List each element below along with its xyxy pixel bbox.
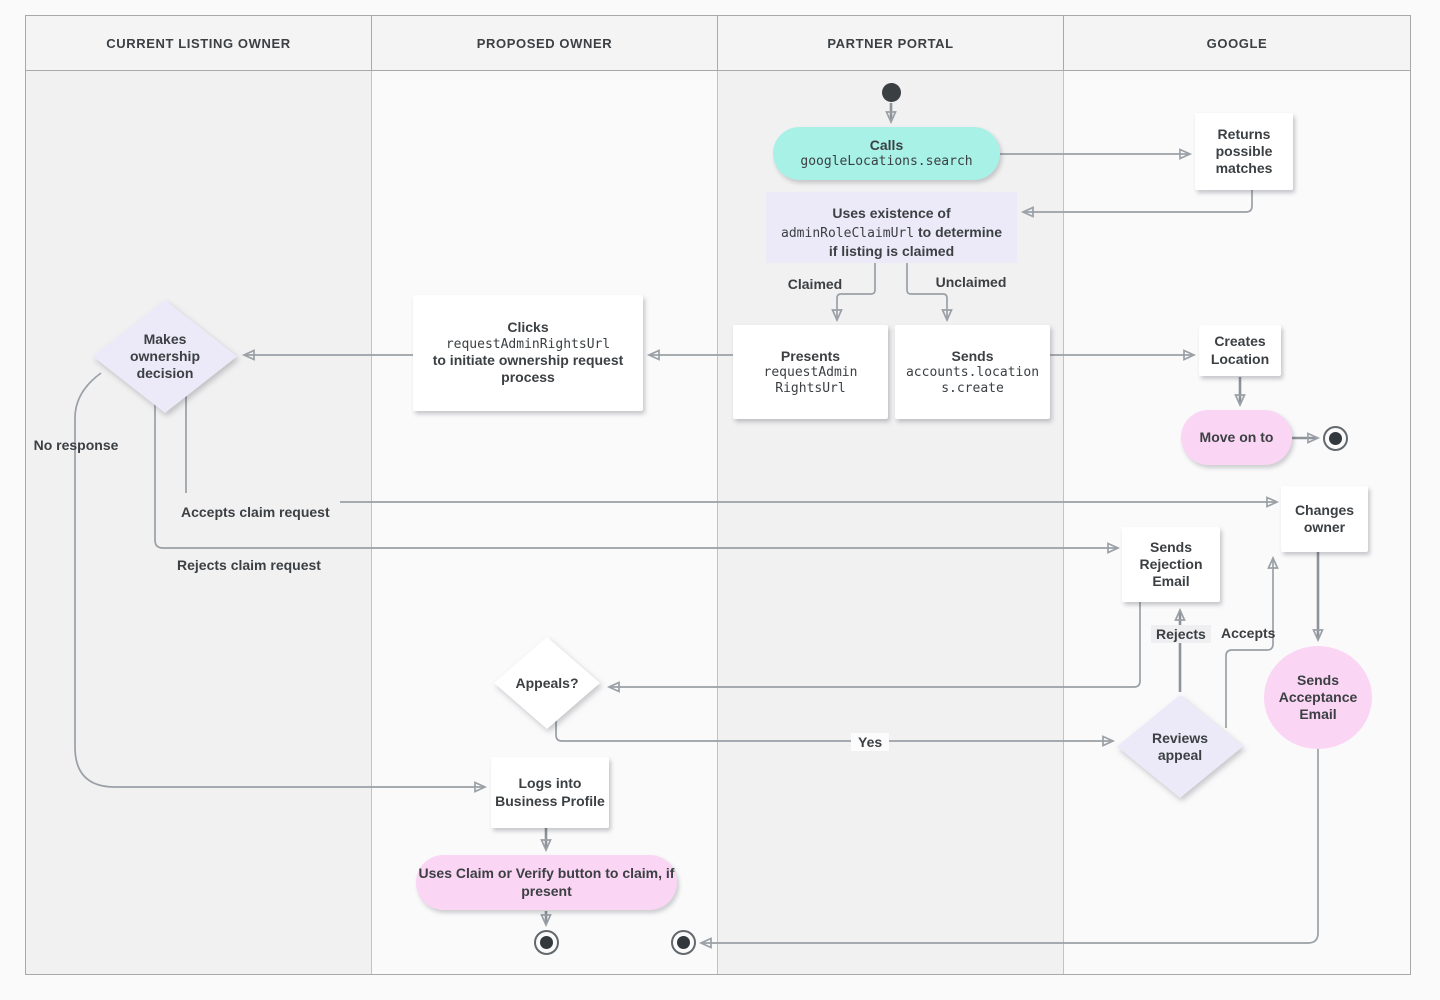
node-sends-rejection-email: Sends Rejection Email [1122,527,1220,602]
node-sends-accounts-locations-create: Sends accounts.locations.create [895,325,1050,419]
node-text: to initiate ownership request process [432,352,624,386]
lane-header-current-listing-owner: CURRENT LISTING OWNER [26,16,372,70]
lane-header-partner-portal: PARTNER PORTAL [718,16,1064,70]
node-uses-existence-adminroleclaimurl: Uses existence of adminRoleClaimUrl to d… [766,192,1017,263]
node-calls-googlelocations-search: Calls googleLocations.search [773,127,1000,180]
end-node-proposed-owner [534,930,559,955]
node-appeals-decision: Appeals? [494,637,600,729]
end-node-partner-portal [671,930,696,955]
edge-label-rejects-claim-request: Rejects claim request [177,557,321,573]
lane-header-row: CURRENT LISTING OWNER PROPOSED OWNER PAR… [26,16,1410,71]
edge-label-yes: Yes [851,733,890,751]
end-node-google [1323,426,1348,451]
lane-header-proposed-owner: PROPOSED OWNER [372,16,718,70]
edge-label-claimed: Claimed [787,276,843,292]
node-creates-location: Creates Location [1199,325,1281,376]
node-sends-acceptance-email: Sends Acceptance Email [1264,646,1372,749]
node-changes-owner: Changes owner [1281,486,1368,552]
node-logs-into-business-profile: Logs into Business Profile [491,757,609,828]
node-title: Sends [951,347,994,364]
node-label: Appeals? [515,674,579,691]
node-reviews-appeal: Reviews appeal [1117,695,1243,798]
node-code: googleLocations.search [800,154,973,170]
node-label: Sends Rejection Email [1139,538,1203,590]
node-title: Presents [780,347,841,364]
lane-proposed-owner [372,71,718,974]
node-label: Logs into Business Profile [495,775,605,809]
node-code: requestAdminRightsUrl [445,336,611,352]
node-label: Changes owner [1294,501,1355,535]
node-text: to determine if listing is claimed [828,223,1002,260]
node-code: adminRoleClaimUrl [781,225,915,241]
edge-label-no-response: No response [33,437,119,453]
edge-label-rejects: Rejects [1151,625,1211,643]
node-code: requestAdminRightsUrl [763,364,858,396]
node-label: Move on to [1199,428,1274,445]
node-label: Makes ownership decision [129,331,200,381]
node-label: Returns possible matches [1215,125,1273,177]
node-presents-requestadminrightsurl: Presents requestAdminRightsUrl [733,325,888,419]
node-clicks-requestadminrightsurl: Clicks requestAdminRightsUrl to initiate… [413,295,643,411]
node-makes-ownership-decision: Makes ownership decision [93,300,237,413]
start-node [882,83,901,102]
node-label: Creates Location [1210,333,1270,367]
node-code: accounts.locations.create [905,364,1040,396]
lane-header-google: GOOGLE [1206,35,1268,51]
node-move-on-to: Move on to [1181,410,1292,465]
node-title: Clicks [507,319,549,336]
node-text: Uses existence of [832,205,951,221]
node-label: Uses Claim or Verify button to claim, if… [418,865,675,899]
node-label: Reviews appeal [1151,729,1209,763]
edge-label-accepts: Accepts [1221,625,1276,641]
node-returns-possible-matches: Returns possible matches [1195,113,1293,190]
edge-label-accepts-claim-request: Accepts claim request [179,493,340,524]
node-label: Sends Acceptance Email [1278,671,1358,723]
edge-label-unclaimed: Unclaimed [935,274,1007,290]
node-title: Calls [869,137,904,154]
node-uses-claim-or-verify-button: Uses Claim or Verify button to claim, if… [416,855,677,910]
